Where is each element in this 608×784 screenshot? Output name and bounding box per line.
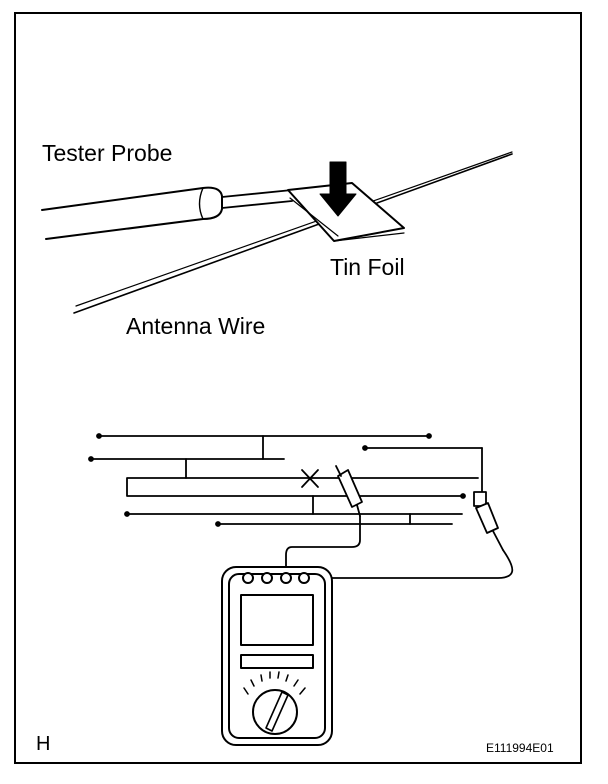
tester-probe-label: Tester Probe bbox=[42, 140, 173, 166]
antenna-wire-label: Antenna Wire bbox=[126, 313, 266, 339]
antenna-wire bbox=[73, 151, 513, 314]
x-mark-icon bbox=[301, 469, 319, 488]
left-probe-icon bbox=[335, 465, 363, 517]
multimeter-icon bbox=[221, 566, 333, 746]
tin-foil-label: Tin Foil bbox=[330, 254, 405, 280]
down-arrow-icon bbox=[319, 161, 357, 217]
defogger-grid bbox=[88, 433, 483, 527]
tester-probe-icon bbox=[41, 186, 293, 240]
view-letter: H bbox=[36, 733, 51, 755]
figure-code: E111994E01 bbox=[486, 741, 554, 755]
probe-leads bbox=[285, 515, 514, 579]
right-probe-icon bbox=[473, 491, 504, 551]
